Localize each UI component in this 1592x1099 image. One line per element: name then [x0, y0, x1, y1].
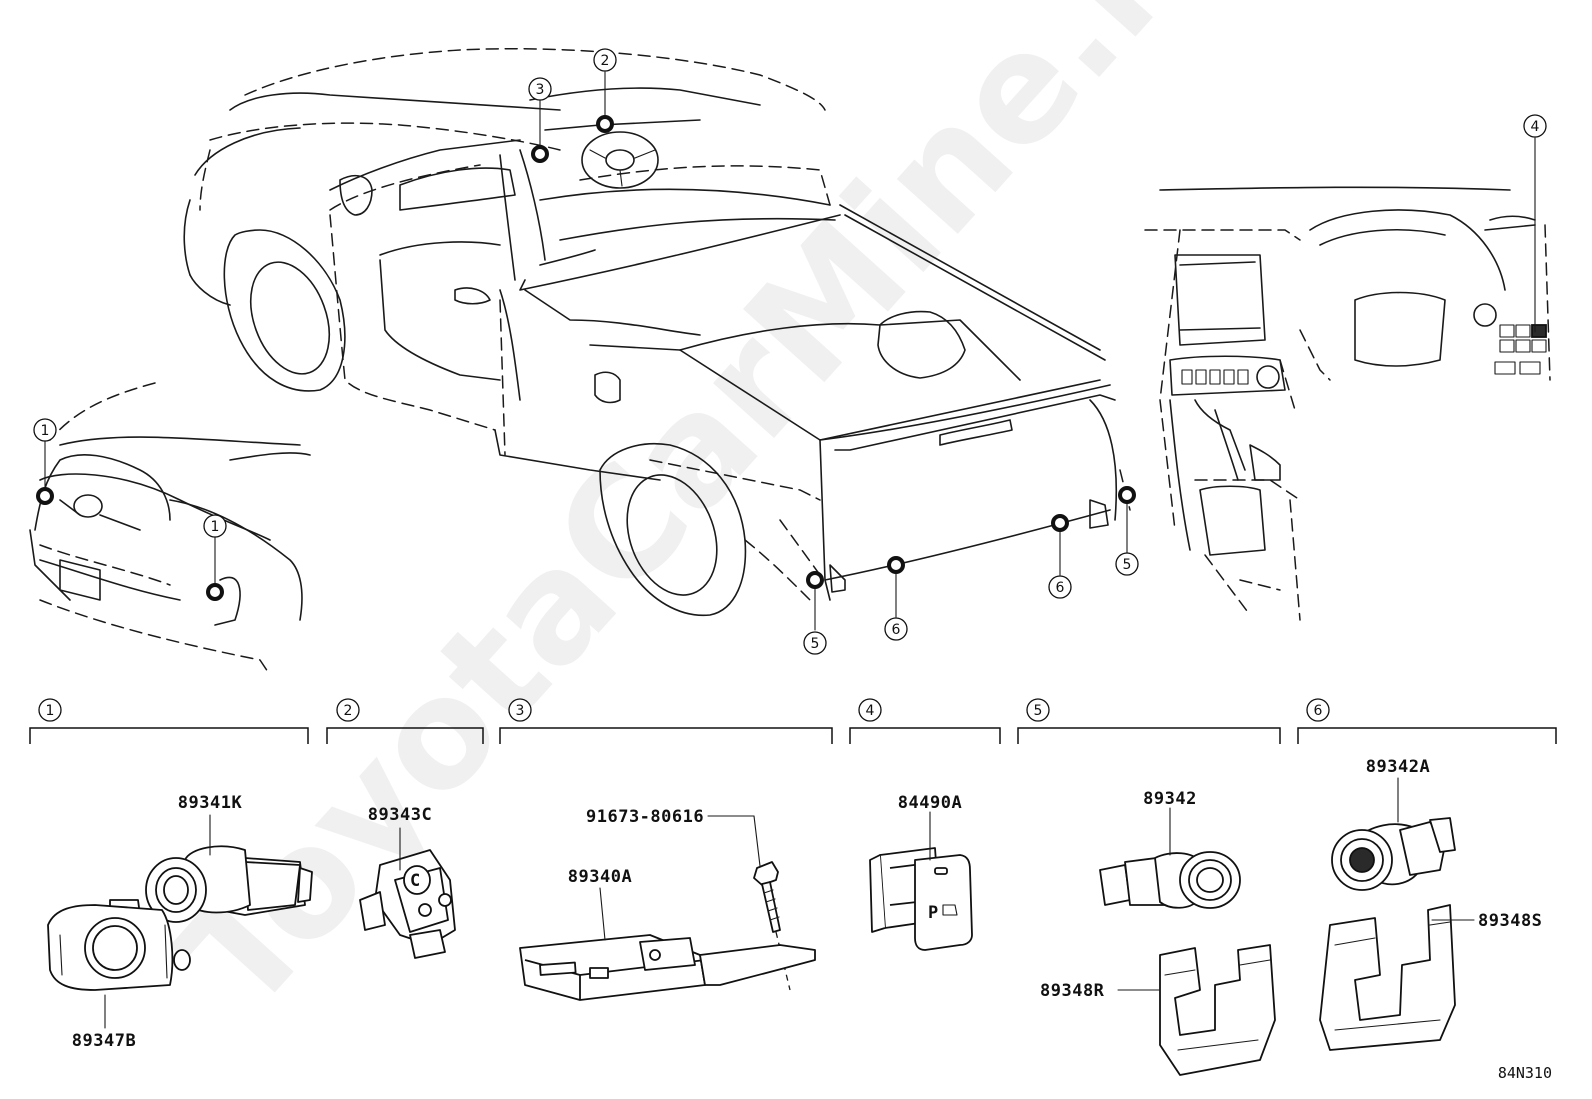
part-label-84490A[interactable]: 84490A	[898, 793, 962, 813]
part-label-89342[interactable]: 89342	[1143, 789, 1197, 809]
interior-dashboard-view	[1144, 186, 1551, 621]
sensor-location-marker	[1118, 486, 1136, 504]
callout-5-rear-left: 5	[803, 631, 827, 655]
callout-1-front-right: 1	[203, 514, 227, 538]
group-2-header: 2	[326, 698, 484, 744]
group-3-bolt-leader2	[753, 815, 761, 867]
sensor-location-marker	[1051, 514, 1069, 532]
sensor-location-marker	[206, 583, 224, 601]
part-89347B-retainer[interactable]	[47, 899, 191, 991]
svg-text:3: 3	[516, 703, 525, 719]
callout-badges-top: 1 1 3 2 4 5 5 6	[33, 48, 1547, 655]
part-89340A-ecu[interactable]	[519, 934, 816, 1001]
part-label-89348R[interactable]: 89348R	[1040, 981, 1105, 1001]
part-89341K-front-sensor[interactable]	[145, 845, 313, 923]
svg-text:5: 5	[1034, 703, 1043, 719]
svg-text:5: 5	[1123, 557, 1132, 573]
svg-text:4: 4	[1531, 119, 1540, 135]
sensor-location-marker	[806, 571, 824, 589]
sensor-location-marker	[36, 487, 54, 505]
part-label-89341K[interactable]: 89341K	[178, 793, 243, 813]
part-label-89348S[interactable]: 89348S	[1478, 911, 1542, 931]
part-label-91673-80616[interactable]: 91673-80616	[586, 807, 704, 827]
svg-text:1: 1	[46, 703, 55, 719]
svg-text:6: 6	[1056, 580, 1065, 596]
svg-text:P: P	[928, 903, 939, 923]
svg-text:3: 3	[536, 82, 545, 98]
location-markers	[36, 115, 1136, 601]
switch-panel	[1494, 324, 1547, 375]
svg-text:6: 6	[892, 622, 901, 638]
sensor-location-marker	[531, 145, 549, 163]
group-5-header: 5	[1017, 698, 1281, 744]
group-3-ecu-leader	[599, 887, 606, 941]
callout-2-steering: 2	[593, 48, 617, 72]
part-label-89347B[interactable]: 89347B	[72, 1031, 136, 1051]
svg-text:1: 1	[211, 519, 220, 535]
group-4-header: 4	[849, 698, 1001, 744]
pickup-truck-view	[183, 47, 1131, 617]
svg-text:6: 6	[1314, 703, 1323, 719]
group-brackets: 1 2 3 4 5 6	[29, 698, 1557, 744]
svg-text:2: 2	[601, 53, 610, 69]
part-91673-80616-bolt[interactable]	[753, 861, 791, 991]
svg-text:C: C	[410, 871, 421, 891]
callout-5-rear-right: 5	[1115, 552, 1139, 576]
part-89348S-clip[interactable]	[1319, 904, 1456, 1051]
callout-3-dash: 3	[528, 77, 552, 101]
part-label-89342A[interactable]: 89342A	[1366, 757, 1430, 777]
svg-text:1: 1	[41, 423, 50, 439]
part-89342A-rear-sensor[interactable]	[1331, 817, 1456, 891]
callout-6-rear-left: 6	[884, 617, 908, 641]
part-89343C-switch-module[interactable]: C	[359, 849, 456, 959]
callout-1-front-left: 1	[33, 418, 57, 442]
part-label-89340A[interactable]: 89340A	[568, 867, 632, 887]
svg-text:2: 2	[344, 703, 353, 719]
sensor-location-marker	[887, 556, 905, 574]
front-bumper-view	[29, 382, 311, 673]
svg-text:5: 5	[811, 636, 820, 652]
part-84490A-parking-switch[interactable]: P	[869, 847, 973, 951]
part-89342-rear-sensor[interactable]	[1099, 851, 1241, 909]
callout-4-switch: 4	[1523, 114, 1547, 138]
svg-text:4: 4	[866, 703, 875, 719]
part-89348R-clip[interactable]	[1159, 944, 1276, 1076]
group-1-leaders	[104, 814, 211, 1029]
group-6-header: 6	[1297, 698, 1557, 744]
part-label-89343C[interactable]: 89343C	[368, 805, 432, 825]
group-3-header: 3	[499, 698, 833, 744]
sensor-location-marker	[596, 115, 614, 133]
group-1-header: 1	[29, 698, 309, 744]
diagram-code: 84N310	[1498, 1064, 1552, 1082]
callout-6-rear-right: 6	[1048, 575, 1072, 599]
